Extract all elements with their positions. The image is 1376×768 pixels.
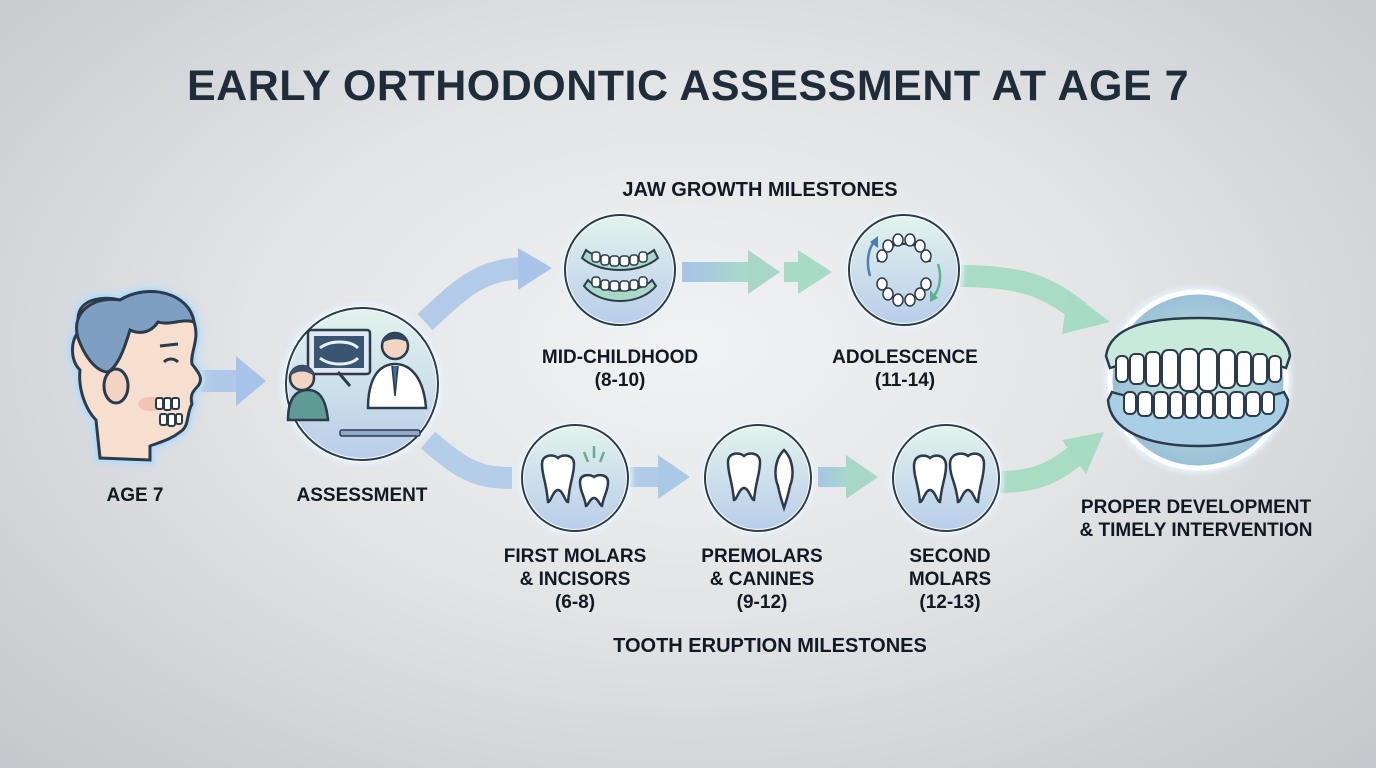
node-label-mid-childhood: MID-CHILDHOOD (8-10) xyxy=(520,346,720,392)
molar-eruption-icon xyxy=(517,420,633,536)
dentist-xray-icon xyxy=(280,302,444,466)
arrow-premolars-to-secondmolars xyxy=(818,455,878,499)
arrow-mid-to-adolescence xyxy=(682,250,832,294)
dental-arch-growth-icon xyxy=(844,210,964,330)
jaw-arch-icon xyxy=(560,210,680,330)
child-face-icon xyxy=(73,291,201,460)
node-label-assessment: ASSESSMENT xyxy=(272,484,452,507)
arrow-secondmolars-to-outcome xyxy=(1000,432,1104,482)
tooth-eruption-section-label: TOOTH ERUPTION MILESTONES xyxy=(560,635,980,658)
healthy-teeth-icon xyxy=(1104,286,1292,474)
jaw-growth-section-label: JAW GROWTH MILESTONES xyxy=(560,179,960,202)
arrow-assessment-to-firstmolars xyxy=(428,440,512,478)
node-label-first-molars: FIRST MOLARS & INCISORS (6-8) xyxy=(485,545,665,614)
arrow-age-to-assessment xyxy=(200,356,266,406)
second-molars-icon xyxy=(888,420,1004,536)
node-label-age-7: AGE 7 xyxy=(80,484,190,507)
arrow-adolescence-to-outcome xyxy=(960,276,1110,334)
node-label-premolars: PREMOLARS & CANINES (9-12) xyxy=(672,545,852,614)
node-label-adolescence: ADOLESCENCE (11-14) xyxy=(805,346,1005,392)
premolar-canine-icon xyxy=(700,420,816,536)
node-label-second-molars: SECOND MOLARS (12-13) xyxy=(870,545,1030,614)
arrow-firstmolars-to-premolars xyxy=(630,455,690,499)
arrow-assessment-to-midchildhood xyxy=(425,248,552,322)
node-label-outcome: PROPER DEVELOPMENT & TIMELY INTERVENTION xyxy=(1060,496,1332,542)
